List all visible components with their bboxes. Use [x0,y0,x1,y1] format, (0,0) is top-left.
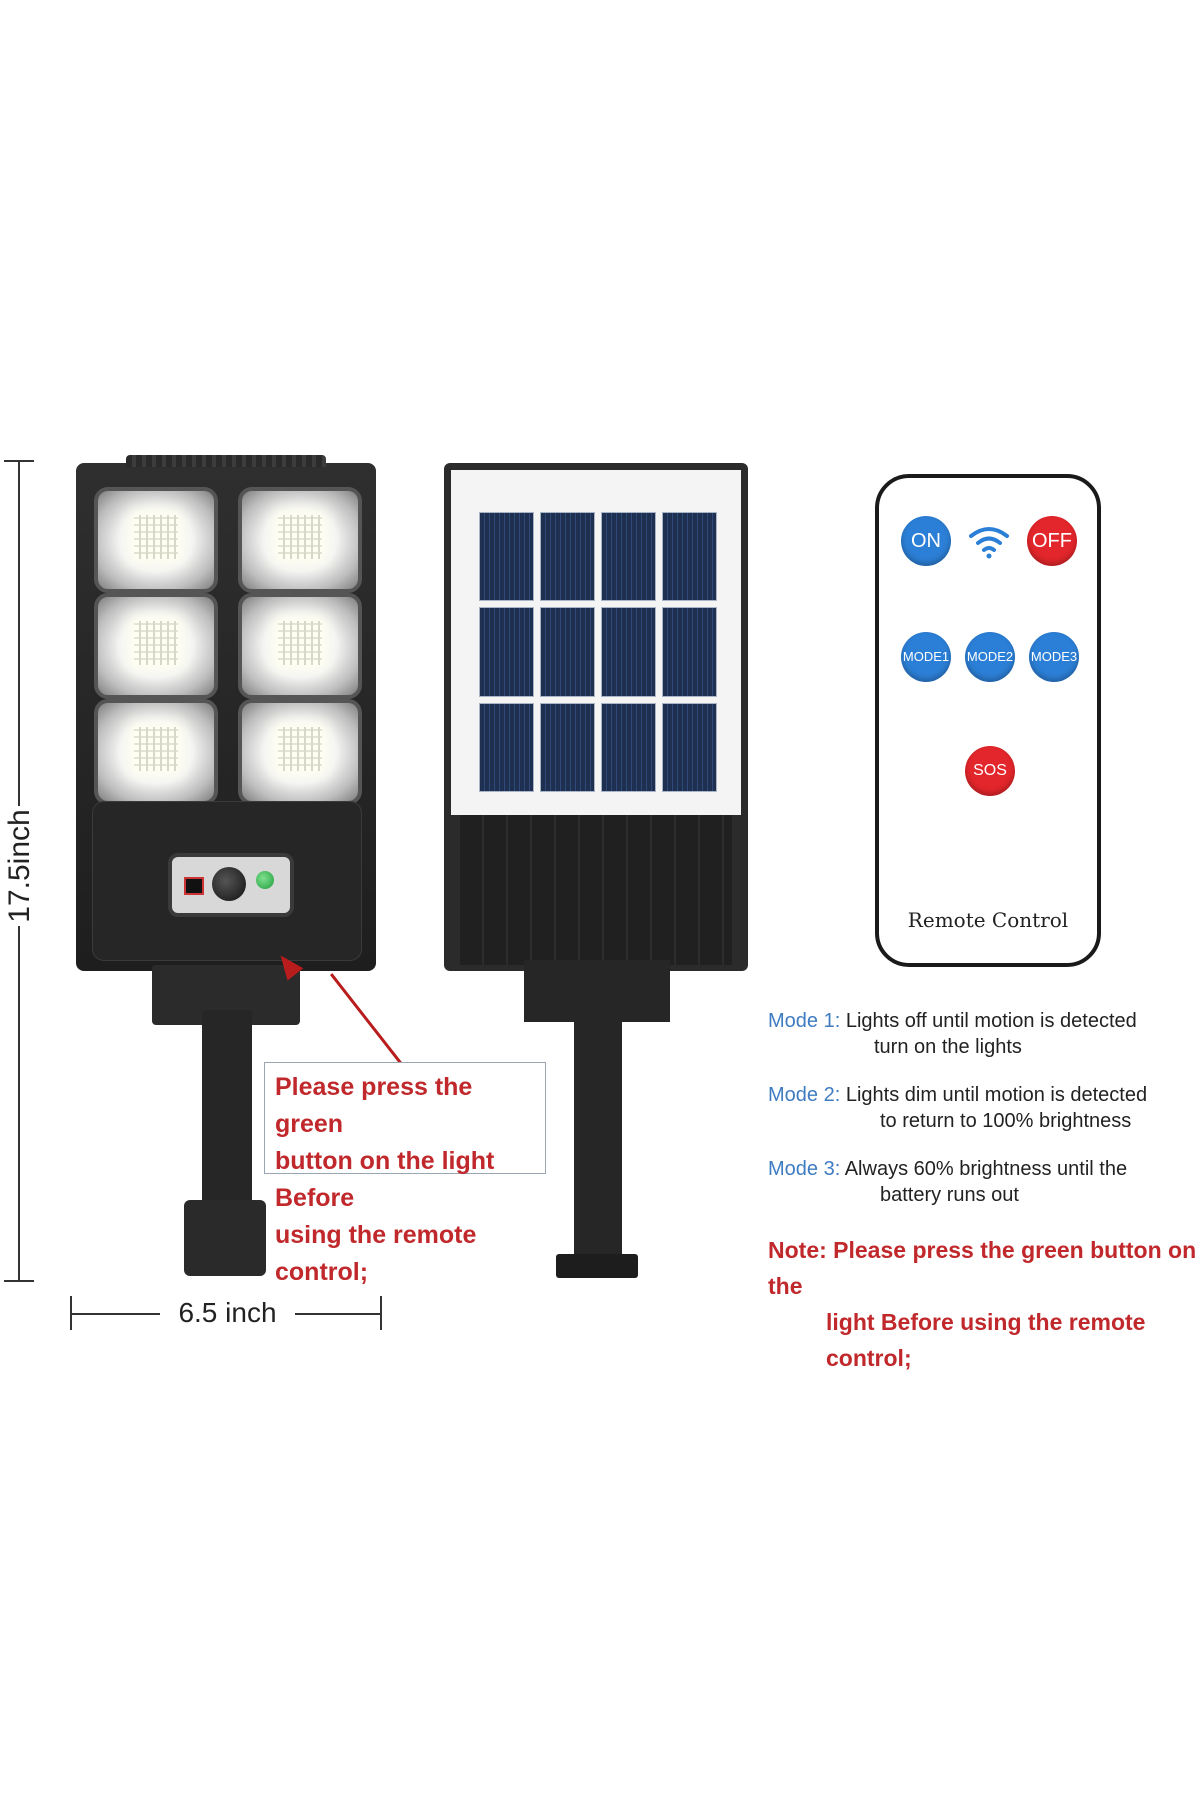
mode3-button[interactable]: MODE3 [1029,632,1079,682]
sos-button[interactable]: SOS [965,746,1015,796]
mode-key: Mode 3: [768,1158,841,1180]
led-panel [94,699,218,805]
mode-1-description: Mode 1: Lights off until motion is detec… [768,1008,1188,1060]
mode2-button[interactable]: MODE2 [965,632,1015,682]
led-panel [94,593,218,699]
height-dimension-tick-top [4,460,34,462]
solar-cell [540,512,595,602]
mode-key: Mode 1: [768,1010,841,1032]
lamp-top-ridge [126,455,326,467]
led-chips [278,621,322,665]
remote-label: Remote Control [907,908,1069,932]
mode-3-description: Mode 3: Always 60% brightness until the … [768,1156,1188,1208]
solar-cell [662,607,717,697]
solar-cell [479,512,534,602]
note-line: light Before using the remote control; [826,1309,1146,1371]
front-mount-clamp [184,1200,266,1276]
height-dimension-label: 17.5inch [2,806,38,926]
height-dimension-tick-bottom [4,1280,34,1282]
solar-cell [540,607,595,697]
on-button[interactable]: ON [901,516,951,566]
solar-panel-frame [451,470,741,815]
solar-cell [479,607,534,697]
led-panel [238,593,362,699]
led-chips [134,515,178,559]
note-text: Note: Please press the green button on t… [768,1232,1198,1376]
solar-cell [540,702,595,792]
led-chips [134,621,178,665]
front-mount-arm [202,1010,252,1230]
width-dimension-label: 6.5 inch [160,1295,295,1331]
mode-line: turn on the lights [874,1036,1022,1058]
led-chips [278,515,322,559]
solar-cell [662,512,717,602]
callout-line: button on the light Before [275,1147,495,1212]
mode-line: to return to 100% brightness [880,1110,1132,1132]
light-sensor-icon [184,877,204,895]
mode-key: Mode 2: [768,1084,841,1106]
back-housing [460,815,732,965]
mode1-button[interactable]: MODE1 [901,632,951,682]
led-chips [134,727,178,771]
off-button[interactable]: OFF [1027,516,1077,566]
back-mount-arm [574,1010,622,1255]
green-button-callout: Please press the green button on the lig… [264,1062,546,1286]
sensor-module [168,853,294,917]
solar-cell [662,702,717,792]
led-panel [238,699,362,805]
solar-panel [479,512,717,792]
mode-line: battery runs out [880,1184,1019,1206]
solar-cell [601,607,656,697]
led-panel [238,487,362,593]
motion-sensor-icon [212,867,246,901]
solar-cell [601,702,656,792]
mode-line: Lights off until motion is detected [845,1010,1137,1032]
led-panel [94,487,218,593]
callout-line: Please press the green [275,1073,473,1138]
solar-cell [479,702,534,792]
remote-control: ON OFF MODE1 MODE2 MODE3 SOS Remote Cont… [875,474,1101,967]
green-power-button[interactable] [256,871,274,889]
width-dimension-tick-right [380,1296,382,1330]
callout-line: using the remote control; [275,1221,477,1286]
lamp-front-view [76,455,376,971]
solar-cell [601,512,656,602]
mode-2-description: Mode 2: Lights dim until motion is detec… [768,1082,1188,1134]
width-dimension-tick-left [70,1296,72,1330]
led-chips [278,727,322,771]
back-mount-foot [556,1254,638,1278]
wifi-icon [969,527,1009,559]
mode-line: Lights dim until motion is detected [845,1084,1148,1106]
lamp-back-view [444,463,748,971]
note-line: Note: Please press the green button on t… [768,1237,1197,1299]
mode-line: Always 60% brightness until the [844,1158,1128,1180]
